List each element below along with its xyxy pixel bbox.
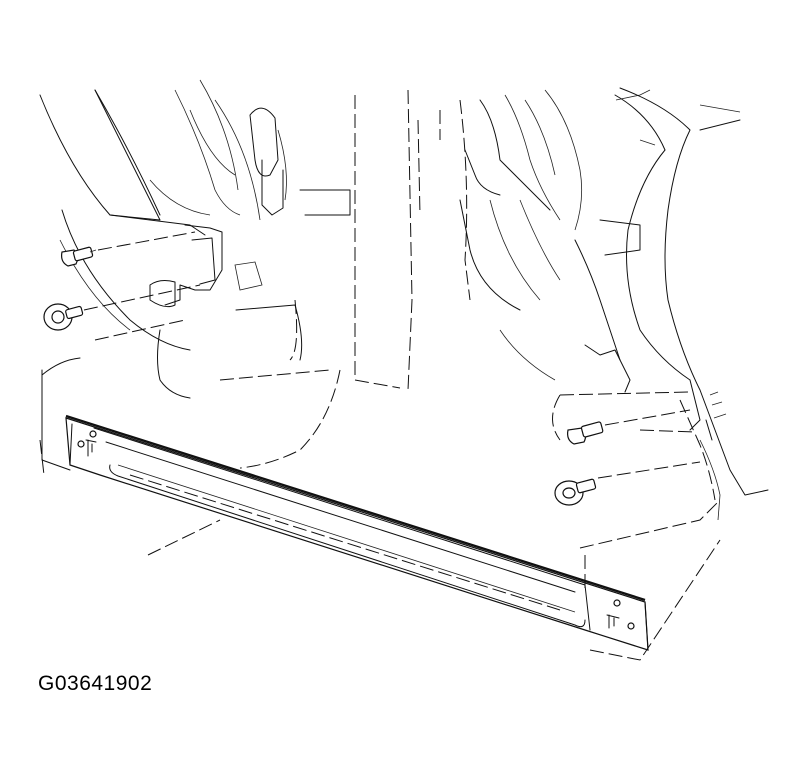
left-body-structure	[39, 79, 287, 471]
rocker-sill-panel	[65, 414, 649, 651]
left-mounting-bracket	[149, 224, 263, 399]
upper-right-bolt-icon	[567, 421, 604, 445]
center-underbody-structure	[219, 89, 691, 469]
right-wheel-arch	[614, 87, 769, 521]
lower-right-washer-bolt-icon	[554, 478, 597, 506]
figure-id-label: G03641902	[38, 672, 153, 695]
left-alignment-lines	[83, 231, 201, 341]
right-alignment-lines	[597, 409, 701, 479]
lower-left-washer-bolt-icon	[43, 303, 84, 331]
upper-left-bolt-icon	[61, 246, 97, 267]
leader-lines	[39, 439, 721, 661]
